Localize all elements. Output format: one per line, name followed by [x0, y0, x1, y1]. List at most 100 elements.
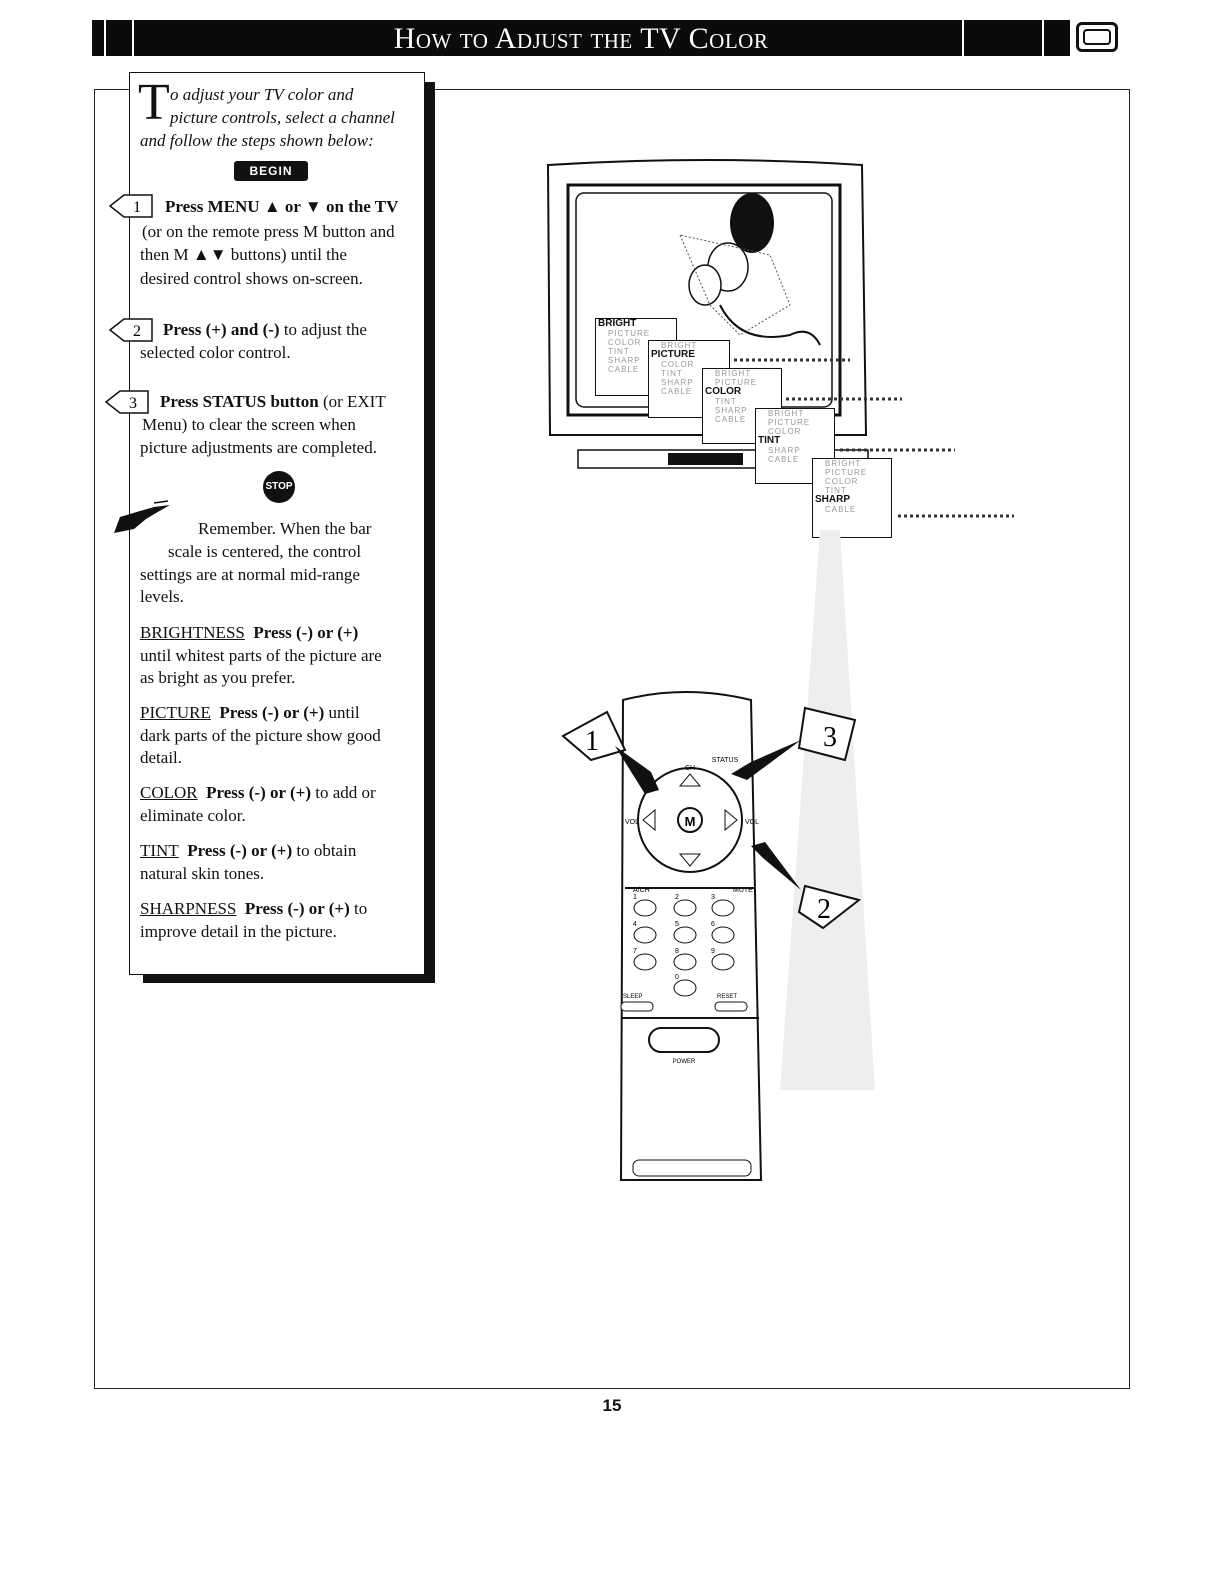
step-1-heading: Press MENU ▲ or ▼ on the TV — [165, 197, 399, 216]
begin-badge: BEGIN — [234, 161, 308, 181]
digit-button — [673, 899, 697, 917]
step-1-arrow-icon: 1 — [108, 194, 153, 218]
svg-text:8: 8 — [675, 948, 679, 955]
step-2-number: 2 — [133, 323, 141, 340]
title-bar-divider — [132, 20, 134, 56]
digit-button — [711, 953, 735, 971]
control-sharpness: SHARPNESS Press (-) or (+) to — [140, 899, 368, 918]
step-2-heading: Press (+) and (-) to adjust the — [163, 318, 367, 341]
svg-text:2: 2 — [675, 894, 679, 901]
svg-text:5: 5 — [675, 921, 679, 928]
step-3-heading: Press STATUS button (or EXIT — [160, 390, 386, 413]
svg-text:0: 0 — [675, 974, 679, 981]
remote-control-illustration: M CH STATUS VOL VOL A/CH MUTE 1 2 3 4 5 … — [561, 691, 862, 1181]
pointing-hand-icon — [114, 500, 170, 533]
instruction-panel: T o adjust your TV color and picture con… — [104, 72, 425, 975]
digit-button — [673, 979, 697, 997]
digit-button — [673, 926, 697, 944]
control-line: as bright as you prefer. — [140, 668, 296, 687]
reset-button — [714, 1001, 748, 1012]
step-3-arrow-icon: 3 — [104, 390, 149, 414]
control-name: COLOR — [140, 783, 198, 802]
svg-text:9: 9 — [711, 948, 715, 955]
step-3-line: picture adjustments are completed. — [140, 438, 377, 457]
ch-down-button — [678, 853, 702, 867]
step-2-arrow-icon: 2 — [108, 318, 153, 342]
svg-text:M: M — [685, 814, 696, 829]
step-2-line: selected color control. — [140, 343, 291, 362]
svg-text:STATUS: STATUS — [712, 757, 739, 764]
page-frame — [94, 89, 1130, 1389]
numeric-keypad: 1 2 3 4 5 6 7 8 9 0 — [633, 894, 735, 997]
svg-text:4: 4 — [633, 921, 637, 928]
svg-text:VOL: VOL — [745, 819, 759, 826]
control-tint: TINT Press (-) or (+) to obtain — [140, 841, 357, 860]
control-name: SHARPNESS — [140, 899, 237, 918]
control-line: eliminate color. — [140, 806, 246, 825]
control-name: PICTURE — [140, 703, 211, 722]
callout-2-icon: 2 — [751, 842, 862, 930]
remember-line: Remember. When the bar — [198, 519, 372, 538]
svg-text:7: 7 — [633, 948, 637, 955]
digit-button — [633, 926, 657, 944]
control-line: improve detail in the picture. — [140, 922, 337, 941]
intro-dropcap: T — [138, 74, 170, 131]
svg-text:POWER: POWER — [673, 1059, 696, 1065]
m-button — [677, 807, 703, 833]
page-title: How to Adjust the TV Color — [393, 22, 769, 55]
intro-line: o adjust your TV color and — [170, 85, 354, 104]
control-line: dark parts of the picture show good — [140, 726, 381, 745]
step-2-rest: to adjust the — [279, 320, 367, 339]
svg-text:3: 3 — [711, 894, 715, 901]
callout-3-icon: 3 — [731, 706, 857, 780]
bar-scales — [734, 358, 1014, 518]
vol-up-button — [724, 808, 738, 832]
control-line: natural skin tones. — [140, 864, 265, 883]
remember-line: settings are at normal mid-range — [140, 565, 360, 584]
step-1-number: 1 — [133, 199, 141, 216]
control-picture: PICTURE Press (-) or (+) until — [140, 703, 360, 722]
svg-text:RESET: RESET — [717, 994, 737, 1000]
svg-text:SLEEP: SLEEP — [623, 994, 642, 1000]
control-name: TINT — [140, 841, 179, 860]
step-1-line: desired control shows on-screen. — [140, 269, 363, 288]
tv-icon — [1076, 22, 1118, 52]
control-name: BRIGHTNESS — [140, 623, 245, 642]
step-3-line: Menu) to clear the screen when — [142, 415, 356, 434]
intro-line: picture controls, select a channel — [170, 108, 395, 127]
title-bar: How to Adjust the TV Color — [92, 20, 1070, 56]
control-line: until whitest parts of the picture are — [140, 646, 382, 665]
digit-button — [711, 926, 735, 944]
digit-button — [673, 953, 697, 971]
svg-text:CH: CH — [685, 765, 695, 772]
digit-button — [633, 953, 657, 971]
signal-beam — [780, 530, 875, 1090]
title-bar-divider — [1042, 20, 1044, 56]
remember-line: levels. — [140, 587, 184, 606]
svg-text:6: 6 — [711, 921, 715, 928]
remember-line: scale is centered, the control — [168, 542, 362, 561]
control-line: detail. — [140, 748, 183, 767]
svg-text:1: 1 — [585, 726, 599, 757]
control-color: COLOR Press (-) or (+) to add or — [140, 783, 376, 802]
svg-text:MUTE: MUTE — [733, 887, 753, 894]
sleep-button — [620, 1001, 654, 1012]
step-3-number: 3 — [129, 395, 137, 412]
step-3-rest: (or EXIT — [318, 392, 386, 411]
step-2-bold: Press (+) and (-) — [163, 320, 280, 339]
digit-button — [711, 899, 735, 917]
power-button — [648, 1027, 720, 1053]
control-brightness: BRIGHTNESS Press (-) or (+) — [140, 623, 359, 642]
svg-text:A/CH: A/CH — [633, 887, 650, 894]
stop-icon: STOP — [263, 471, 295, 503]
svg-text:VOL: VOL — [625, 819, 639, 826]
step-1-line: (or on the remote press M button and — [142, 222, 395, 241]
step-3-bold: Press STATUS button — [160, 392, 319, 411]
svg-text:1: 1 — [633, 894, 637, 901]
svg-text:3: 3 — [823, 722, 837, 753]
digit-button — [633, 899, 657, 917]
step-1-line: then M ▲▼ buttons) until the — [140, 245, 347, 264]
ch-up-button — [678, 773, 702, 787]
intro-line: and follow the steps shown below: — [140, 131, 374, 150]
